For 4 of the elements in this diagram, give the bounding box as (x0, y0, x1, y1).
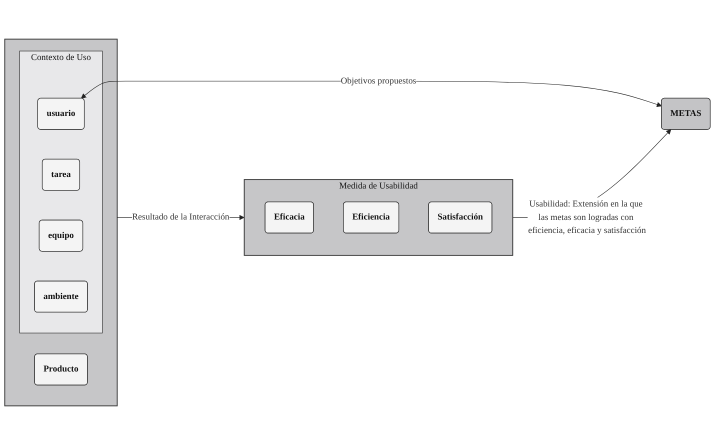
cluster (4, 38, 118, 406)
edge-label: Resultado de la Interacción (132, 212, 230, 222)
edge-label: Usabilidad: Extensión en la que las metas son logradas con eficiencia, eficacia y satisfacción (528, 199, 646, 236)
edge-label: Objetivos propuestos (340, 76, 416, 86)
